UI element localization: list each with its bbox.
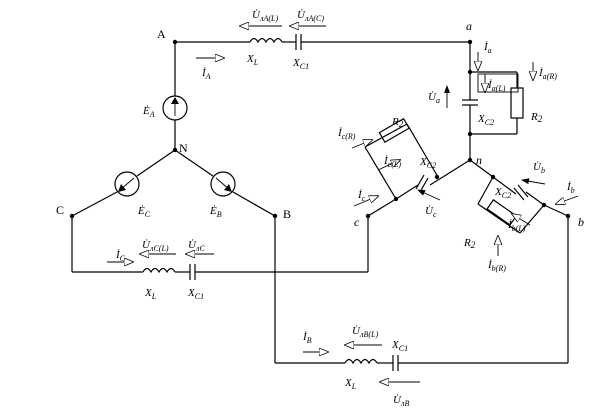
source-eb-icon (210, 171, 236, 197)
u-b-label: U̇b (533, 161, 545, 175)
ulb-label: U̇лB (393, 394, 409, 408)
capacitor-xc2-b-icon (513, 187, 525, 201)
xc1-b-label: XC1 (391, 339, 408, 353)
node-label-n: n (476, 153, 482, 167)
node-label-a: a (466, 19, 472, 33)
source-star (71, 42, 276, 217)
xl-a-label: XL (246, 53, 259, 67)
eb-label: ĖB (209, 205, 222, 219)
u-c-label: U̇c (425, 205, 437, 219)
line-a (172, 26, 473, 58)
phase-c-load (351, 117, 471, 219)
ula-c-label: U̇лA(C) (297, 9, 324, 23)
node-label-c: c (354, 215, 360, 229)
source-ec-icon (114, 171, 140, 197)
ic-label: İC (115, 249, 126, 263)
source-ea-arrow (171, 97, 179, 104)
xl-b-label: XL (344, 377, 357, 391)
i-bl-label: İb(L) (507, 219, 526, 233)
ib-label: İB (302, 331, 312, 345)
xc1-a-label: XC1 (292, 57, 309, 71)
node-label-B: B (283, 207, 291, 221)
i-cl-label: İc(L) (383, 155, 401, 169)
r2-c-label: R2 (391, 116, 404, 129)
ulc-label: U̇лC (188, 239, 205, 253)
inductor-xl-c-icon (142, 267, 176, 274)
node-label-N: N (179, 141, 188, 155)
xc1-c-label: XC1 (187, 287, 204, 301)
i-cr-label: İc(R) (337, 127, 356, 141)
line-c (69, 213, 369, 280)
line-b (272, 213, 569, 382)
i-br-label: İb(R) (487, 259, 506, 273)
inductor-xl-a-icon (249, 37, 283, 44)
resistor-r2-b-icon (486, 199, 518, 226)
node-label-b: b (578, 215, 584, 229)
xc2-c-label: XC2 (419, 156, 436, 170)
xc2-b-label: XC2 (494, 186, 511, 200)
i-b-label: İb (566, 181, 575, 195)
ec-label: ĖC (137, 205, 151, 219)
node-label-C: C (56, 203, 64, 217)
i-al-label: İa(L) (487, 79, 506, 93)
r2-a-label: R2 (530, 111, 543, 124)
inductor-xl-b-icon (344, 358, 378, 365)
i-ar-label: İa(R) (538, 67, 557, 81)
ea-label: ĖA (142, 105, 155, 119)
source-ea-icon (162, 95, 188, 121)
i-c-label: İc (357, 189, 366, 203)
resistor-r2-a-icon (510, 87, 524, 119)
ia-label: İA (201, 67, 211, 81)
phase-a-load (444, 42, 533, 160)
u-a-label: U̇a (428, 91, 440, 105)
r2-b-label: R2 (463, 237, 476, 250)
phase-b-load (469, 159, 579, 256)
ula-l-label: U̇лA(L) (252, 9, 278, 23)
xl-c-label: XL (144, 287, 157, 301)
ulb-l-label: U̇лB(L) (352, 325, 378, 339)
xc2-a-label: XC2 (477, 113, 494, 127)
i-a-label: İa (483, 41, 492, 55)
resistor-r2-c-icon (378, 117, 410, 144)
node-label-A: A (157, 27, 166, 41)
ulc-l-label: U̇лC(L) (142, 239, 169, 253)
